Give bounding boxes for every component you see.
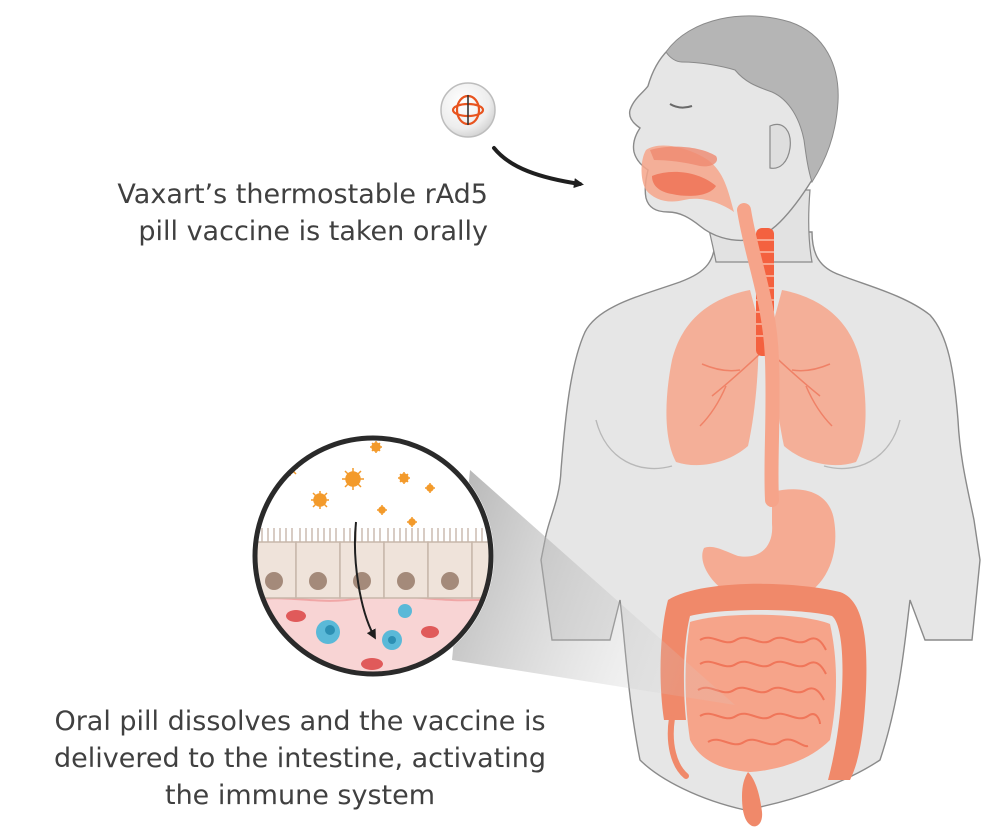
cell-nucleus <box>441 572 459 590</box>
epithelial-cells <box>252 542 516 598</box>
pill-icon <box>441 83 495 137</box>
cell-nucleus <box>397 572 415 590</box>
virus-particle <box>342 468 364 490</box>
delivery-caption-line-2: delivered to the intestine, activating <box>0 740 600 777</box>
immune-cell <box>398 604 412 618</box>
delivery-caption-line-3: the immune system <box>0 777 600 814</box>
cell-nucleus <box>265 572 283 590</box>
delivery-caption-line-1: Oral pill dissolves and the vaccine is <box>0 703 600 740</box>
delivery-caption: Oral pill dissolves and the vaccine is d… <box>0 703 600 814</box>
curved-arrow-icon <box>494 148 580 184</box>
pill-caption-line-2: pill vaccine is taken orally <box>60 213 488 250</box>
pill-caption: Vaxart’s thermostable rAd5 pill vaccine … <box>60 176 488 250</box>
cell-nucleus <box>309 572 327 590</box>
cell-nucleus <box>353 572 371 590</box>
pill-caption-line-1: Vaxart’s thermostable rAd5 <box>60 176 488 213</box>
virus-particle <box>311 491 329 509</box>
